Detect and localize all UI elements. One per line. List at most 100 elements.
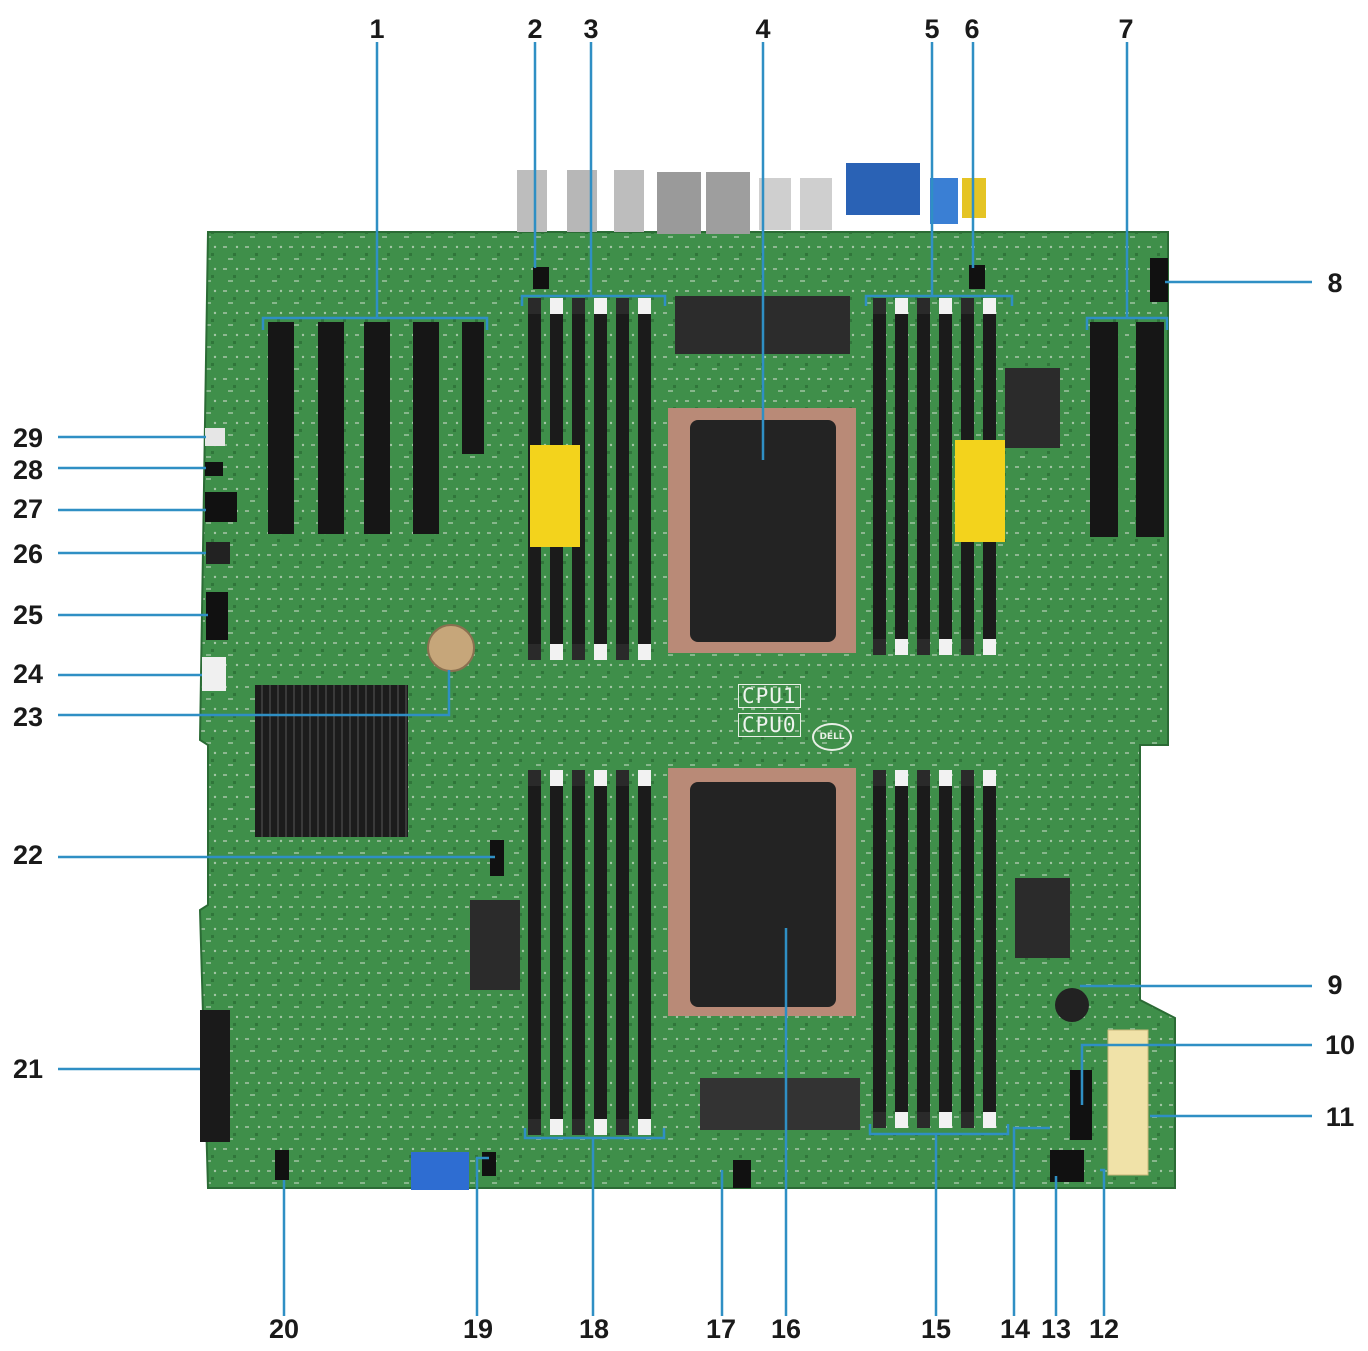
left-power-connector xyxy=(200,1010,230,1142)
leader-line xyxy=(520,42,667,306)
dimm-latch xyxy=(939,298,952,314)
coin-battery xyxy=(427,624,475,672)
dimm-latch xyxy=(895,1112,908,1128)
dimm-latch xyxy=(572,298,585,314)
callout-number: 23 xyxy=(12,702,44,732)
callout-number: 3 xyxy=(583,14,599,44)
dimm-latch xyxy=(895,639,908,655)
callout-number: 16 xyxy=(770,1314,802,1344)
pcb-outline xyxy=(198,231,1176,1189)
callout-leader-lines xyxy=(58,42,1312,1316)
dimm-latch xyxy=(638,770,651,786)
leader-line xyxy=(1080,1043,1312,1105)
dimm-latch xyxy=(939,639,952,655)
dimm-slot xyxy=(895,298,908,655)
callout-number: 5 xyxy=(924,14,940,44)
dimm-latch xyxy=(572,1119,585,1135)
pcie-slots-right xyxy=(1090,322,1164,537)
chipset-heatsink xyxy=(255,685,408,837)
pcie-slots-left xyxy=(268,322,484,534)
dimm-latch xyxy=(873,298,886,314)
leader-line xyxy=(475,1156,489,1316)
callout-number: 18 xyxy=(578,1314,610,1344)
dimm-latch xyxy=(594,298,607,314)
dimm-latch xyxy=(594,644,607,660)
dimm-slot xyxy=(917,298,930,655)
callout-number: 17 xyxy=(705,1314,737,1344)
callout-number: 2 xyxy=(527,14,543,44)
dimm-latch xyxy=(616,644,629,660)
callout-number: 1 xyxy=(369,14,385,44)
dimm-latch xyxy=(616,298,629,314)
usb-blue-port xyxy=(930,178,958,224)
dimm-latch xyxy=(638,298,651,314)
speaker xyxy=(1055,988,1089,1022)
dimm-latch xyxy=(917,298,930,314)
warning-label-right xyxy=(955,440,1005,542)
dimm-latch xyxy=(528,644,541,660)
dimm-slot xyxy=(983,770,996,1128)
leader-line xyxy=(261,42,489,330)
callout-number: 6 xyxy=(964,14,980,44)
dimm-slot xyxy=(917,770,930,1128)
dimm-latch xyxy=(873,770,886,786)
blue-connector-bottom xyxy=(411,1152,469,1190)
cpu0-silkscreen-label: CPU0 xyxy=(738,713,801,737)
warning-label-left xyxy=(530,445,580,547)
callout-number: 11 xyxy=(1325,1102,1355,1132)
callout-number: 19 xyxy=(462,1314,494,1344)
callout-number: 10 xyxy=(1324,1030,1356,1060)
dimm-latch xyxy=(961,770,974,786)
dimm-latch xyxy=(616,1119,629,1135)
vrm-right-top xyxy=(1005,368,1060,448)
vrm-bottom xyxy=(700,1078,860,1130)
callout-number: 7 xyxy=(1118,14,1134,44)
vrm-right-bottom xyxy=(1015,878,1070,958)
dimm-slot xyxy=(616,298,629,660)
leader-line xyxy=(1012,1126,1050,1316)
dimm-latch xyxy=(917,1112,930,1128)
dimm-latch xyxy=(594,1119,607,1135)
dimm-slot xyxy=(594,298,607,660)
callout-number: 20 xyxy=(268,1314,300,1344)
dimm-latch xyxy=(983,1112,996,1128)
callout-number: 28 xyxy=(12,455,44,485)
dimm-latch xyxy=(638,1119,651,1135)
dell-logo: DELL xyxy=(812,723,852,751)
callout-number: 24 xyxy=(12,659,44,689)
callout-number: 12 xyxy=(1088,1314,1120,1344)
dimm-slot xyxy=(550,770,563,1135)
dimm-latch xyxy=(594,770,607,786)
dimm-latch xyxy=(939,1112,952,1128)
dimm-slot xyxy=(616,770,629,1135)
dimm-slot xyxy=(528,770,541,1135)
dimm-latch xyxy=(550,644,563,660)
dimm-slot xyxy=(895,770,908,1128)
dimm-latch xyxy=(983,770,996,786)
callout-number: 13 xyxy=(1040,1314,1072,1344)
dimm-slot xyxy=(961,770,974,1128)
callout-number: 8 xyxy=(1327,268,1343,298)
dimm-latch xyxy=(873,639,886,655)
dimm-latch xyxy=(895,298,908,314)
dimm-slot xyxy=(638,770,651,1135)
vrm-left-bottom xyxy=(470,900,520,990)
dimm-slot xyxy=(873,770,886,1128)
dimm-slot xyxy=(638,298,651,660)
cpu0-socket xyxy=(668,768,856,1016)
callout-number: 14 xyxy=(999,1314,1031,1344)
cpu1-silkscreen-label: CPU1 xyxy=(738,684,801,708)
dimm-latch xyxy=(961,1112,974,1128)
callout-number: 21 xyxy=(12,1054,44,1084)
dimm-latch xyxy=(983,639,996,655)
dimm-latch xyxy=(939,770,952,786)
dimm-latch xyxy=(983,298,996,314)
leader-line xyxy=(1085,42,1169,330)
dimm-latch xyxy=(550,298,563,314)
dimm-slot xyxy=(572,770,585,1135)
leader-line xyxy=(58,670,451,717)
dimm-latch xyxy=(961,298,974,314)
dimm-slot xyxy=(939,770,952,1128)
